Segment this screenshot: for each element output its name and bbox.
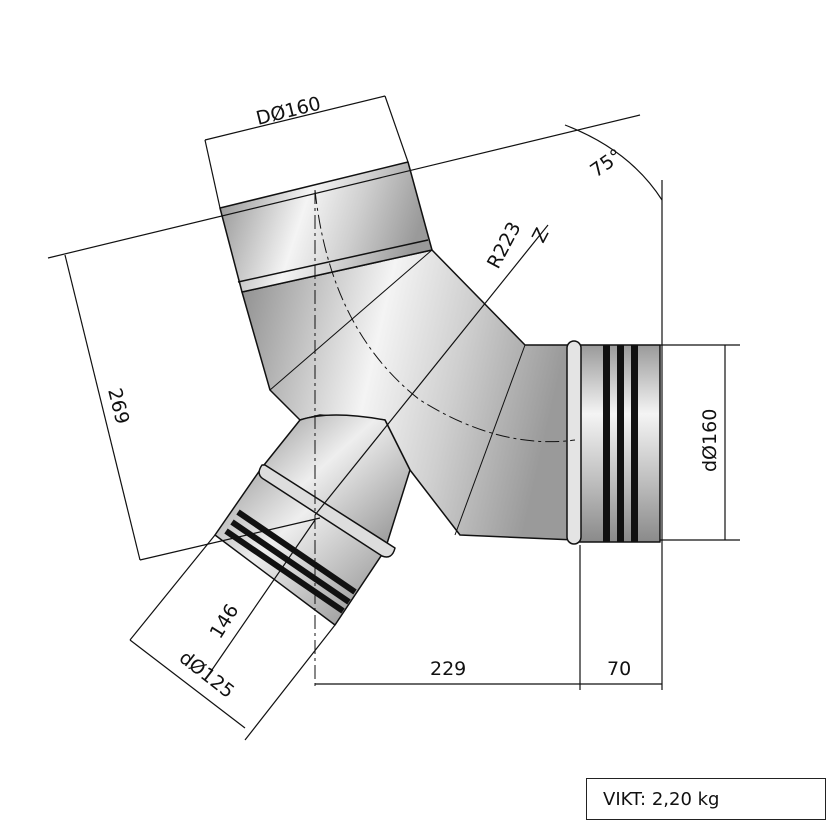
branch-pipe (259, 414, 411, 551)
branch-gaskets (224, 509, 357, 614)
label-radius: R223 (483, 218, 526, 272)
label-axis: Z (528, 225, 554, 247)
label-angle: 75° (586, 145, 626, 182)
label-horizontal-offset: 229 (430, 658, 466, 680)
right-gaskets (603, 345, 638, 542)
label-outlet-length: 70 (607, 658, 631, 680)
label-branch-diameter: dØ125 (175, 647, 238, 703)
branch-ring (258, 464, 396, 558)
label-branch-length: 146 (206, 600, 244, 642)
elbow-body (241, 249, 576, 541)
weight-box: VIKT: 2,20 kg (586, 778, 826, 820)
right-ring (566, 340, 582, 545)
weight-label: VIKT: 2,20 kg (603, 788, 720, 810)
label-right-diameter: dØ160 (699, 409, 721, 472)
label-height: 269 (103, 386, 133, 427)
label-top-diameter: DØ160 (254, 93, 323, 130)
